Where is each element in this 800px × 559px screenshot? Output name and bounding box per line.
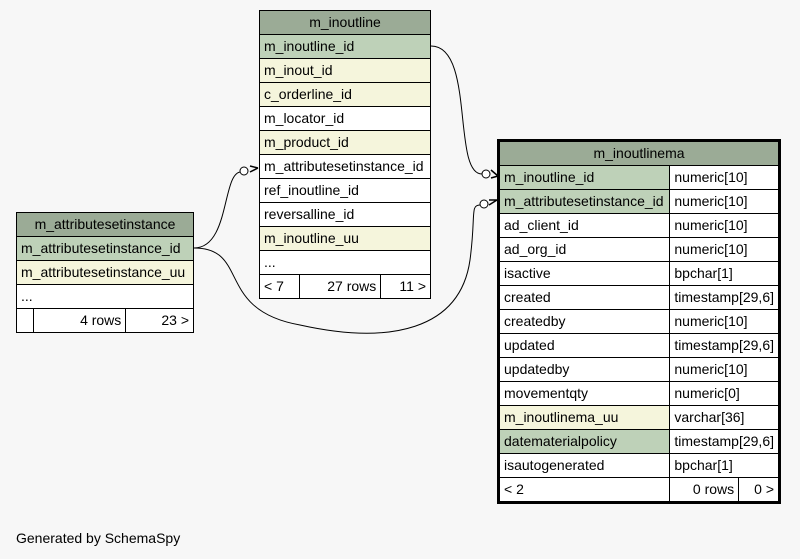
generated-by-text: Generated by SchemaSpy (16, 530, 181, 546)
relation-inoutline-to-inoutlinema (430, 45, 483, 175)
column-type: numeric[10] (669, 189, 780, 214)
column-name[interactable]: ad_client_id (497, 213, 671, 238)
column-type: bpchar[1] (669, 453, 780, 478)
column-row: reversalline_id (259, 202, 431, 227)
column-type: numeric[10] (669, 213, 780, 238)
column-type: timestamp[29,6] (669, 333, 780, 358)
relation-asi-to-inoutlinema (193, 204, 481, 334)
table-title-m_inoutlinema[interactable]: m_inoutlinema (498, 140, 780, 166)
parents-link[interactable]: < 7 (258, 274, 301, 299)
column-name[interactable]: m_product_id (259, 130, 431, 155)
column-type: numeric[10] (669, 357, 780, 382)
column-type: timestamp[29,6] (669, 429, 780, 454)
table-title-m_attributesetinstance[interactable]: m_attributesetinstance (16, 212, 194, 237)
table-header-row: m_inoutline (259, 10, 431, 35)
column-name[interactable]: m_inoutline_id (259, 34, 431, 59)
column-name[interactable]: ref_inoutline_id (259, 178, 431, 203)
column-name[interactable]: datematerialpolicy (497, 429, 671, 454)
column-row: m_product_id (259, 130, 431, 155)
column-name[interactable]: ... (259, 250, 431, 275)
parents-link[interactable] (16, 308, 34, 333)
table-header-row: m_attributesetinstance (16, 212, 194, 237)
row-count: 27 rows (299, 274, 382, 299)
column-row: ref_inoutline_id (259, 178, 431, 203)
column-type: bpchar[1] (669, 261, 780, 286)
children-link[interactable]: 0 > (738, 477, 780, 503)
column-type: timestamp[29,6] (669, 285, 780, 310)
column-name[interactable]: c_orderline_id (259, 82, 431, 107)
column-name[interactable]: m_attributesetinstance_id (259, 154, 431, 179)
column-name[interactable]: m_attributesetinstance_id (16, 236, 194, 261)
column-type: numeric[10] (669, 165, 780, 190)
column-name[interactable]: reversalline_id (259, 202, 431, 227)
column-name[interactable]: m_inoutline_id (497, 165, 671, 190)
column-name[interactable]: isautogenerated (497, 453, 671, 478)
column-type: varchar[36] (669, 405, 780, 430)
column-name[interactable]: updatedby (497, 357, 671, 382)
row-count: 0 rows (669, 477, 740, 503)
column-type: numeric[10] (669, 309, 780, 334)
column-name[interactable]: movementqty (497, 381, 671, 406)
table-header-row: m_inoutlinema (498, 140, 780, 166)
column-name[interactable]: created (497, 285, 671, 310)
column-row: ... (16, 284, 194, 309)
column-name[interactable]: ad_org_id (497, 237, 671, 262)
children-link[interactable]: 11 > (380, 274, 431, 299)
children-link[interactable]: 23 > (125, 308, 194, 333)
column-name[interactable]: isactive (497, 261, 671, 286)
column-row: ... (259, 250, 431, 275)
column-row: m_attributesetinstance_uu (16, 260, 194, 285)
column-name[interactable]: m_locator_id (259, 106, 431, 131)
parents-link[interactable]: < 2 (497, 477, 671, 503)
column-name[interactable]: m_inout_id (259, 58, 431, 83)
column-row: m_locator_id (259, 106, 431, 131)
column-row: m_inout_id (259, 58, 431, 83)
column-name[interactable]: m_attributesetinstance_id (497, 189, 671, 214)
column-row: m_inoutline_uu (259, 226, 431, 251)
column-type: numeric[0] (669, 381, 780, 406)
column-name[interactable]: ... (16, 284, 194, 309)
column-row: m_inoutline_id (259, 34, 431, 59)
column-name[interactable]: createdby (497, 309, 671, 334)
column-type: numeric[10] (669, 237, 780, 262)
column-row: c_orderline_id (259, 82, 431, 107)
column-row: m_attributesetinstance_id (16, 236, 194, 261)
column-name[interactable]: m_inoutline_uu (259, 226, 431, 251)
column-name[interactable]: m_attributesetinstance_uu (16, 260, 194, 285)
table-title-m_inoutline[interactable]: m_inoutline (259, 10, 431, 35)
column-name[interactable]: m_inoutlinema_uu (497, 405, 671, 430)
column-row: m_attributesetinstance_id (259, 154, 431, 179)
row-count: 4 rows (32, 308, 127, 333)
column-name[interactable]: updated (497, 333, 671, 358)
relation-asi-to-inoutline (193, 171, 242, 249)
